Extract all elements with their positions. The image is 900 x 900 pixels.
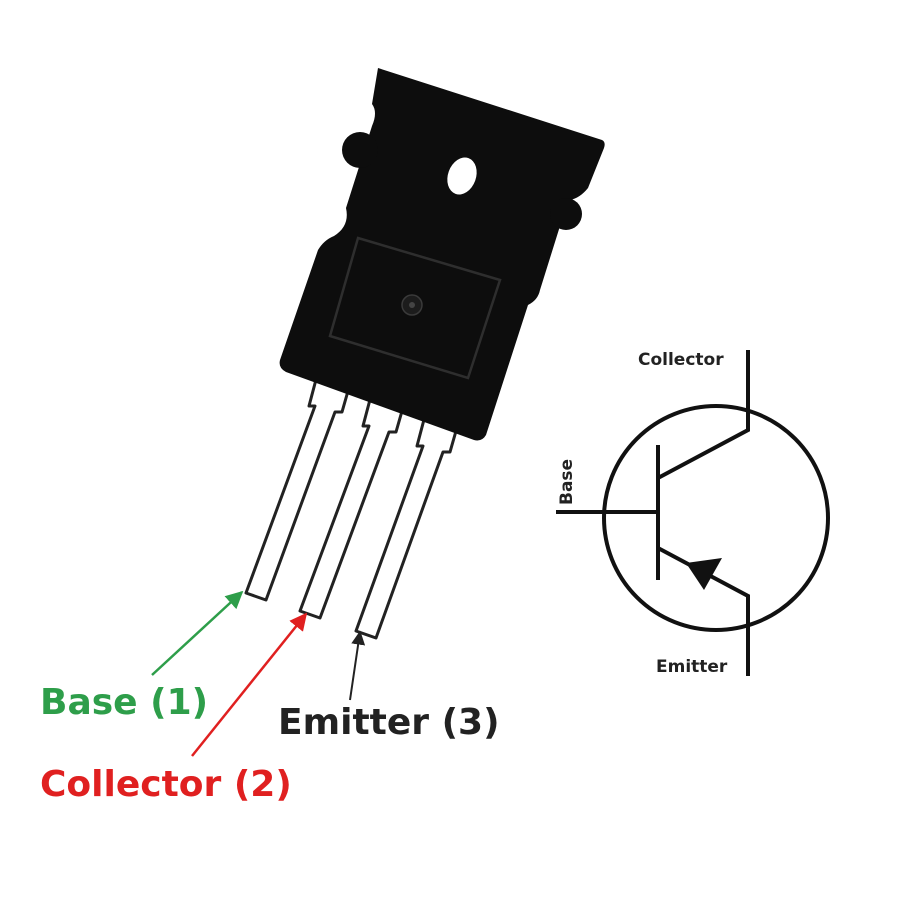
package-notch-right <box>550 198 582 230</box>
symbol-collector-label: Collector <box>638 350 724 370</box>
symbol-emitter-arrowhead <box>686 558 722 590</box>
mounting-hole <box>447 157 477 195</box>
symbol-circle <box>602 404 830 632</box>
transistor-leads <box>244 370 460 640</box>
base-pointer-arrow <box>151 590 244 676</box>
lead-emitter <box>354 410 460 640</box>
package-face-panel <box>328 236 502 380</box>
base-pin-label: Base (1) <box>40 682 208 723</box>
transistor-package <box>279 68 605 441</box>
package-body <box>279 68 605 441</box>
symbol-emitter-label: Emitter <box>656 657 728 677</box>
package-notch-left <box>342 132 378 168</box>
npn-transistor-symbol <box>556 350 830 676</box>
collector-pointer-arrow <box>191 612 308 757</box>
package-dimple-center <box>409 302 415 308</box>
collector-pin-label: Collector (2) <box>40 764 292 805</box>
emitter-pin-label: Emitter (3) <box>278 702 500 743</box>
emitter-pointer-arrow <box>349 630 366 701</box>
pin-pointers <box>151 590 366 757</box>
symbol-base-label: Base <box>557 459 577 505</box>
symbol-collector-lead <box>657 350 750 480</box>
